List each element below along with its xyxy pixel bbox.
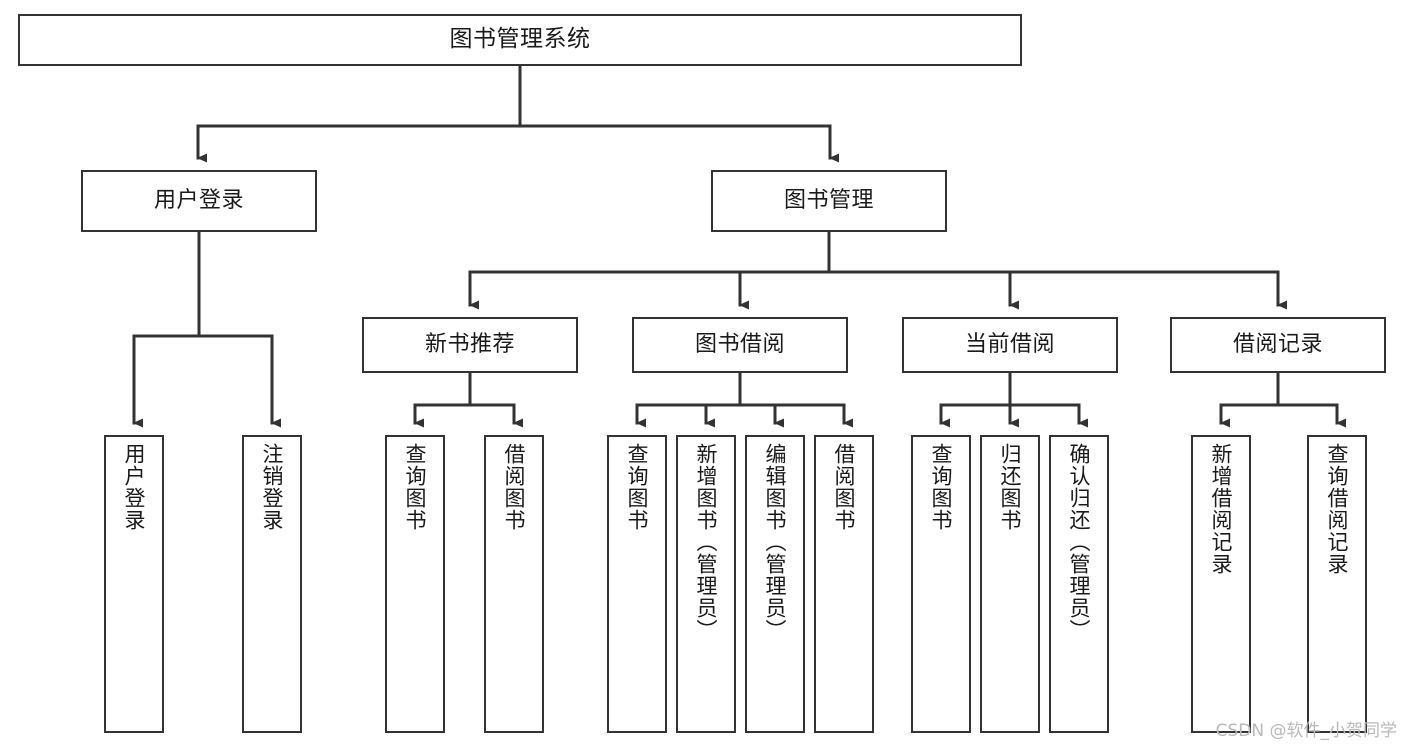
node-label: 新书推荐 (424, 331, 515, 357)
node-label: 当前借阅 (964, 331, 1055, 357)
node-label: 注销登录 (260, 443, 285, 531)
node-leaf-query-borrow-record[interactable]: 查询借阅记录 (1307, 435, 1367, 733)
node-label: 图书借阅 (694, 331, 785, 357)
node-label: 图书管理系统 (449, 26, 591, 53)
node-leaf-user-login[interactable]: 用户登录 (104, 435, 164, 733)
node-label: 借阅记录 (1232, 331, 1323, 357)
watermark-text: CSDN @软件_小贺同学 (1215, 721, 1397, 741)
node-current-borrow[interactable]: 当前借阅 (902, 317, 1118, 373)
node-label: 图书管理 (783, 187, 874, 213)
node-label: 确认归还（管理员） (1067, 443, 1092, 641)
node-label: 借阅图书 (502, 443, 527, 531)
node-leaf-add-borrow-record[interactable]: 新增借阅记录 (1191, 435, 1251, 733)
node-leaf-edit-book-admin[interactable]: 编辑图书（管理员） (745, 435, 805, 733)
node-leaf-add-book-admin[interactable]: 新增图书（管理员） (676, 435, 736, 733)
node-leaf-return-book[interactable]: 归还图书 (980, 435, 1040, 733)
node-label: 借阅图书 (832, 443, 857, 531)
node-label: 新增借阅记录 (1209, 443, 1234, 575)
node-leaf-confirm-return-admin[interactable]: 确认归还（管理员） (1049, 435, 1109, 733)
node-label: 用户登录 (122, 443, 147, 531)
node-leaf-borrow-book-new-recommend[interactable]: 借阅图书 (484, 435, 544, 733)
node-leaf-logout-login[interactable]: 注销登录 (242, 435, 302, 733)
node-root-book-management-system[interactable]: 图书管理系统 (18, 14, 1022, 66)
node-label: 查询借阅记录 (1325, 443, 1350, 575)
node-leaf-query-book-new-recommend[interactable]: 查询图书 (385, 435, 445, 733)
node-label: 查询图书 (929, 443, 954, 531)
node-user-login[interactable]: 用户登录 (81, 170, 317, 232)
node-label: 查询图书 (625, 443, 650, 531)
node-label: 查询图书 (403, 443, 428, 531)
node-new-book-recommend[interactable]: 新书推荐 (362, 317, 578, 373)
node-label: 编辑图书（管理员） (763, 443, 788, 641)
node-borrow-record[interactable]: 借阅记录 (1170, 317, 1386, 373)
node-leaf-query-book-borrow[interactable]: 查询图书 (607, 435, 667, 733)
node-label: 归还图书 (998, 443, 1023, 531)
node-leaf-borrow-book[interactable]: 借阅图书 (814, 435, 874, 733)
node-leaf-query-book-current[interactable]: 查询图书 (911, 435, 971, 733)
node-book-management[interactable]: 图书管理 (711, 170, 947, 232)
node-label: 新增图书（管理员） (694, 443, 719, 641)
node-book-borrow[interactable]: 图书借阅 (632, 317, 848, 373)
node-label: 用户登录 (153, 187, 244, 213)
